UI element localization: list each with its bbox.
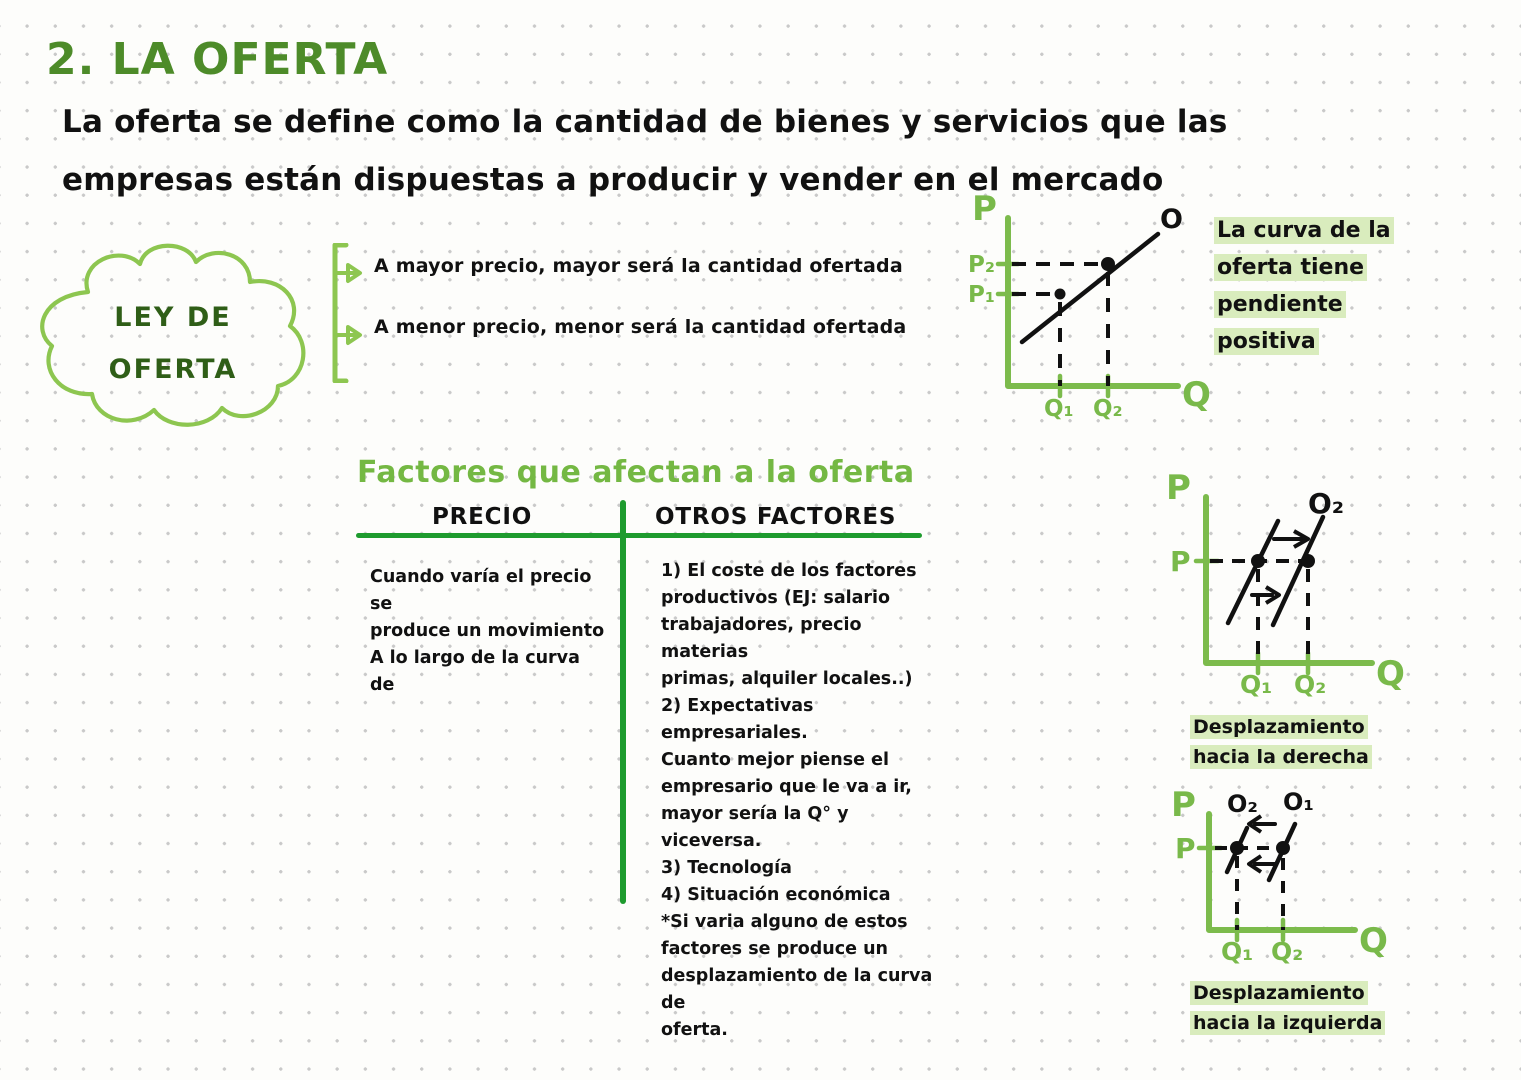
precio-line: produce un movimiento xyxy=(370,621,605,641)
arrow-left-icon-upper xyxy=(1247,814,1277,834)
factors-heading: Factores que afectan a la oferta xyxy=(357,455,915,490)
otros-line: 2) Expectativas empresariales. xyxy=(661,696,814,743)
note-line: positiva xyxy=(1214,328,1319,355)
point-q1 xyxy=(1251,554,1265,568)
cloud-text: LEY DE OFERTA xyxy=(28,292,318,396)
precio-line: A lo largo de la curva de xyxy=(370,648,580,695)
note-desplazamiento-izquierda: Desplazamiento hacia la izquierda xyxy=(1190,978,1430,1038)
graph3-curve-label-o1: O₁ xyxy=(1283,788,1314,816)
point-q1-p1 xyxy=(1054,288,1066,300)
graph3-curve-label-o2: O₂ xyxy=(1227,790,1258,818)
graph1-xtick-q2: Q₂ xyxy=(1093,396,1123,422)
graph2-curve-label-o2: O₂ xyxy=(1308,487,1344,520)
column-header-otros-factores: OTROS FACTORES xyxy=(655,504,897,530)
otros-line: mayor sería la Q° y viceversa. xyxy=(661,804,849,851)
note-line: Desplazamiento xyxy=(1190,981,1368,1005)
ley-de-oferta-cloud: LEY DE OFERTA xyxy=(28,238,318,434)
arrow-right-icon-lower xyxy=(1250,585,1281,605)
cloud-line-2: OFERTA xyxy=(108,354,238,385)
otros-line: 4) Situación económica xyxy=(661,885,891,905)
graph1-curve-label-o: O xyxy=(1160,204,1183,235)
point-q1 xyxy=(1230,841,1244,855)
graph2-y-axis-label: P xyxy=(1166,468,1191,508)
graph1-ytick-p2: P₂ xyxy=(968,252,995,278)
graph-supply-shift-right: P Q P Q₁ Q₂ O₂ xyxy=(1160,465,1410,705)
note-line: oferta tiene xyxy=(1214,254,1368,281)
note-line: Desplazamiento xyxy=(1190,715,1368,739)
cloud-line-1: LEY DE xyxy=(114,302,232,333)
graph2-xtick-q2: Q₂ xyxy=(1294,670,1326,699)
graph2-x-axis-label: Q xyxy=(1376,654,1405,694)
otros-line: desplazamiento de la curva de xyxy=(661,966,933,1013)
otros-line: empresario que le va a ir, xyxy=(661,777,912,797)
graph1-y-axis-label: P xyxy=(972,189,997,229)
graph3-xtick-q1: Q₁ xyxy=(1221,937,1253,966)
otros-line: Cuanto mejor piense el xyxy=(661,750,889,770)
precio-line: Cuando varía el precio se xyxy=(370,567,592,614)
graph1-xtick-q1: Q₁ xyxy=(1044,396,1074,422)
graph-supply-curve-positive-slope: P Q P₂ P₁ Q₁ Q₂ O xyxy=(960,189,1211,422)
otros-line: 1) El coste de los factores xyxy=(661,561,917,581)
column-precio-body: Cuando varía el precio se produce un mov… xyxy=(370,564,610,699)
point-q2-p2 xyxy=(1101,257,1115,271)
otros-line: trabajadores, precio materias xyxy=(661,615,862,662)
graph3-x-axis-label: Q xyxy=(1359,921,1388,961)
graph3-xtick-q2: Q₂ xyxy=(1271,937,1303,966)
graph-supply-shift-left: P Q P Q₁ Q₂ O₂ O₁ xyxy=(1165,780,1415,970)
arrow-right-icon-1 xyxy=(335,263,362,283)
arrow-right-icon-2 xyxy=(335,325,362,345)
note-pendiente-positiva: La curva de la oferta tiene pendiente po… xyxy=(1214,212,1454,360)
note-line: hacia la izquierda xyxy=(1190,1011,1386,1035)
table-column-divider xyxy=(620,500,626,904)
otros-line: 3) Tecnología xyxy=(661,858,792,878)
graph2-xtick-q1: Q₁ xyxy=(1240,670,1272,699)
page-title: 2. LA OFERTA xyxy=(46,34,389,85)
arrow-left-icon-lower xyxy=(1247,854,1277,874)
graph3-ytick-p: P xyxy=(1175,832,1196,865)
note-desplazamiento-derecha: Desplazamiento hacia la derecha xyxy=(1190,712,1420,772)
note-line: La curva de la xyxy=(1214,217,1394,244)
graph3-y-axis-label: P xyxy=(1171,785,1196,825)
otros-line: *Si varia alguno de estos xyxy=(661,912,908,932)
law-bracket xyxy=(330,242,380,387)
graph2-ytick-p: P xyxy=(1170,545,1191,578)
law-item-1: A mayor precio, mayor será la cantidad o… xyxy=(374,255,903,277)
definition-line-2: empresas están dispuestas a producir y v… xyxy=(62,162,1164,198)
otros-line: factores se produce un xyxy=(661,939,888,959)
graph1-x-axis-label: Q xyxy=(1182,375,1211,415)
otros-line: productivos (EJ: salario xyxy=(661,588,891,608)
graph1-ytick-p1: P₁ xyxy=(968,282,995,308)
otros-line: oferta. xyxy=(661,1020,728,1040)
definition-line-1: La oferta se define como la cantidad de … xyxy=(62,104,1228,140)
law-item-2: A menor precio, menor será la cantidad o… xyxy=(374,316,907,338)
otros-line: primas, alquiler locales..) xyxy=(661,669,913,689)
column-otros-factores-body: 1) El coste de los factores productivos … xyxy=(661,558,951,1044)
point-q2 xyxy=(1301,554,1315,568)
table-header-rule xyxy=(356,533,922,538)
column-header-precio: PRECIO xyxy=(432,504,533,530)
point-q2 xyxy=(1276,841,1290,855)
arrow-right-icon-upper xyxy=(1272,529,1310,549)
note-line: hacia la derecha xyxy=(1190,745,1372,769)
note-line: pendiente xyxy=(1214,291,1346,318)
